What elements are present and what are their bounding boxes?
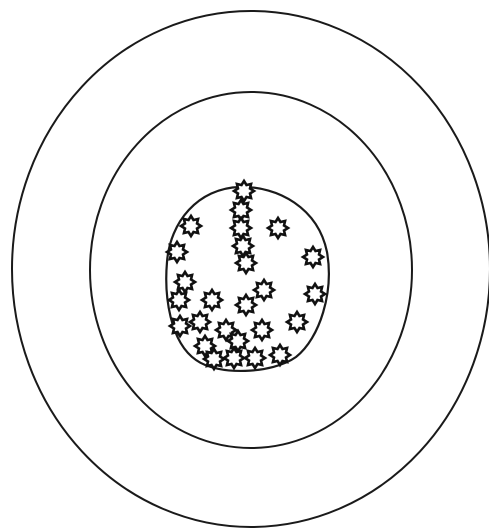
- gear-particle-icon: [233, 236, 253, 256]
- gear-particle-icon: [254, 280, 274, 300]
- gear-particle-icon: [175, 272, 195, 292]
- gear-particle-icon: [236, 253, 256, 273]
- gear-particle-icon: [202, 290, 222, 310]
- gear-particle-icon: [245, 348, 265, 368]
- gear-particle-icon: [224, 348, 244, 368]
- gear-particle-icon: [252, 320, 272, 340]
- gear-particle-icon: [270, 345, 290, 365]
- gear-particle-icon: [234, 181, 254, 201]
- gear-particle-icon: [169, 290, 189, 310]
- gear-particle-icon: [231, 218, 251, 238]
- gear-particle-icon: [167, 242, 187, 262]
- gear-particle-icon: [305, 284, 325, 304]
- gear-particle-icon: [181, 216, 201, 236]
- gear-particle-icon: [170, 316, 190, 336]
- gear-particle-icon: [236, 295, 256, 315]
- gear-particle-icon: [204, 349, 224, 369]
- gear-particle-icon: [190, 312, 210, 332]
- gear-particle-icon: [303, 247, 323, 267]
- gear-particle-icon: [228, 331, 248, 351]
- gear-particle-icon: [268, 218, 288, 238]
- gear-particle-icon: [287, 312, 307, 332]
